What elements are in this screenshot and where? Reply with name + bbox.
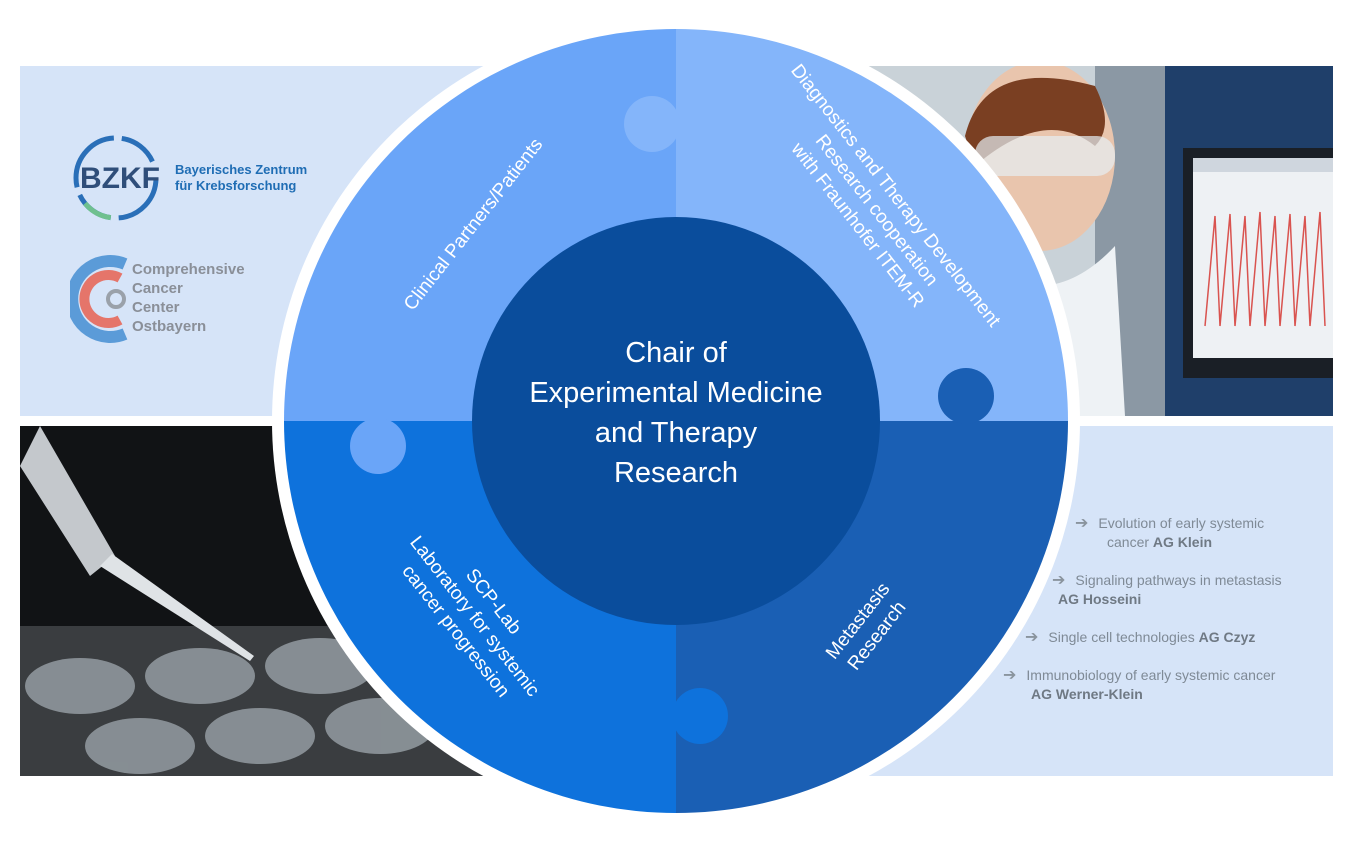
puzzle-tab <box>624 96 680 152</box>
ccc-line4: Ostbayern <box>132 318 207 335</box>
arrow-right-icon: ➔ <box>1003 667 1017 684</box>
arrow-right-icon: ➔ <box>1052 572 1066 589</box>
puzzle-tab <box>350 418 406 474</box>
research-groups-list: ➔Evolution of early systemic cancer AG K… <box>865 426 1333 776</box>
puzzle-tab <box>672 688 728 744</box>
bzkf-logo[interactable]: BZKF Bayerisches Zentrum für Krebsforsch… <box>70 132 330 224</box>
bzkf-line1: Bayerisches Zentrum <box>175 162 308 177</box>
arrow-right-icon: ➔ <box>1075 515 1089 532</box>
group-name: AG Werner-Klein <box>1031 686 1143 702</box>
arrow-right-icon: ➔ <box>1025 629 1039 646</box>
ccc-logo-icon <box>66 255 128 343</box>
ccc-line2: Cancer <box>132 280 183 297</box>
list-item[interactable]: ➔Signaling pathways in metastasis AG Hos… <box>1052 572 1282 607</box>
bzkf-abbr: BZKF <box>80 162 160 195</box>
ccc-logo[interactable]: Comprehensive Cancer Center Ostbayern <box>66 254 290 344</box>
ccc-line1: Comprehensive <box>132 261 245 278</box>
bzkf-fullname: Bayerisches Zentrum für Krebsforschung <box>175 162 307 194</box>
center-title-line: Chair of <box>625 337 727 369</box>
center-title-line: and Therapy <box>595 417 758 449</box>
center-title-line: Experimental Medicine <box>529 377 822 409</box>
center-hub[interactable] <box>472 217 880 625</box>
bzkf-line2: für Krebsforschung <box>175 178 297 193</box>
bzkf-ring-icon: BZKF <box>73 135 160 221</box>
group-name: AG Czyz <box>1198 629 1256 645</box>
group-name: AG Hosseini <box>1058 591 1142 607</box>
ccc-line3: Center <box>132 299 180 316</box>
list-item[interactable]: ➔Immunobiology of early systemic cancer … <box>1003 667 1276 702</box>
center-title-line: Research <box>614 457 738 489</box>
puzzle-tab <box>938 368 994 424</box>
group-name: AG Klein <box>1152 534 1213 550</box>
ccc-name: Comprehensive Cancer Center Ostbayern <box>132 260 245 336</box>
center-title: Chair of Experimental Medicine and Thera… <box>529 337 822 489</box>
list-item[interactable]: ➔Single cell technologies AG Czyz <box>1025 629 1256 646</box>
list-item[interactable]: ➔Evolution of early systemic cancer AG K… <box>1075 515 1265 550</box>
